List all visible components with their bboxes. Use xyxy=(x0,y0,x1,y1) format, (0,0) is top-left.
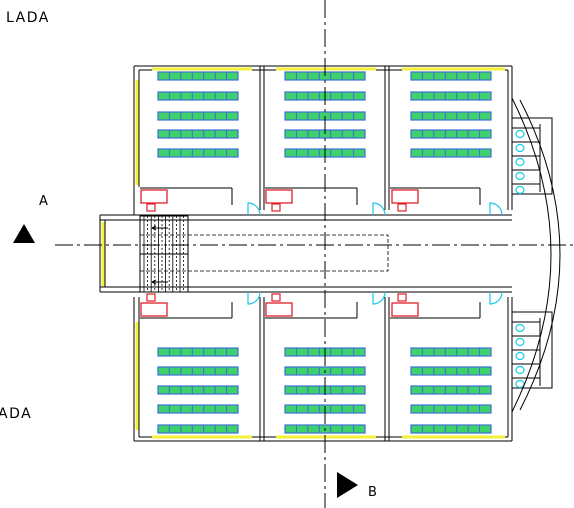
section-b-marker xyxy=(337,472,358,498)
desk-row xyxy=(410,366,492,376)
teacher-chair xyxy=(146,203,156,212)
door-swing xyxy=(247,202,261,216)
toilet-fixture xyxy=(515,337,525,347)
desk-row-frame xyxy=(410,404,492,414)
desk-row xyxy=(410,111,492,121)
section-a-marker xyxy=(13,224,35,243)
door-swing xyxy=(372,291,386,305)
teacher-chair xyxy=(271,203,281,212)
section-a-label: A xyxy=(39,194,50,209)
teacher-chair xyxy=(146,293,156,302)
toilet-fixture xyxy=(515,351,525,361)
desk-row-frame xyxy=(157,347,239,357)
teacher-desk xyxy=(140,189,168,212)
stair-arrow xyxy=(151,279,168,285)
toilet-fixture xyxy=(515,379,525,389)
toilet-fixture xyxy=(515,323,525,333)
desk-row-frame xyxy=(410,111,492,121)
desk-row xyxy=(410,385,492,395)
teacher-desk xyxy=(265,293,293,317)
desk-row xyxy=(157,366,239,376)
desk-row xyxy=(410,347,492,357)
desk-row-frame xyxy=(157,91,239,101)
teacher-desk xyxy=(140,293,168,317)
teacher-desks xyxy=(140,189,419,317)
desk-row-frame xyxy=(157,129,239,139)
desk-row xyxy=(157,111,239,121)
toilet-block xyxy=(511,117,553,195)
door-swing xyxy=(247,291,261,305)
staircase xyxy=(139,215,389,293)
section-b-label: B xyxy=(368,485,379,500)
corridor-overhead-outline xyxy=(139,234,389,272)
desk-row-frame xyxy=(410,129,492,139)
toilet-block xyxy=(511,311,553,389)
desk-row xyxy=(157,385,239,395)
desk-row xyxy=(157,91,239,101)
teacher-desk xyxy=(265,189,293,212)
desk-row xyxy=(157,347,239,357)
desk-row-frame xyxy=(157,111,239,121)
toilet-fixture xyxy=(515,365,525,375)
desk-row xyxy=(410,71,492,81)
teacher-table xyxy=(265,302,293,317)
doors xyxy=(247,202,503,305)
desk-row xyxy=(157,148,239,158)
level-label-bottom: ADA xyxy=(0,406,33,422)
door-swing xyxy=(489,291,503,305)
desk-row-frame xyxy=(410,347,492,357)
desk-row-frame xyxy=(410,424,492,434)
desk-row-frame xyxy=(157,71,239,81)
teacher-chair xyxy=(397,203,407,212)
teacher-table xyxy=(391,302,419,317)
desk-row xyxy=(410,91,492,101)
desk-row-frame xyxy=(157,404,239,414)
teacher-chair xyxy=(397,293,407,302)
teacher-desk xyxy=(391,189,419,212)
teacher-table xyxy=(265,189,293,204)
toilet-fixture xyxy=(515,171,525,181)
teacher-chair xyxy=(271,293,281,302)
stair-arrow xyxy=(151,225,168,231)
desk-row xyxy=(157,404,239,414)
curved-facade xyxy=(519,99,561,411)
desk-row-frame xyxy=(410,366,492,376)
desk-row xyxy=(157,424,239,434)
desk-row-frame xyxy=(157,148,239,158)
teacher-desk xyxy=(391,293,419,317)
desk-row xyxy=(410,404,492,414)
walls xyxy=(99,65,513,442)
teacher-table xyxy=(140,302,168,317)
level-label-top: LADA xyxy=(6,10,50,26)
door-swing xyxy=(489,202,503,216)
desk-row-frame xyxy=(157,366,239,376)
desk-row xyxy=(410,424,492,434)
desk-row xyxy=(410,129,492,139)
curved-facade xyxy=(511,97,552,413)
teacher-table xyxy=(140,189,168,204)
desk-row-frame xyxy=(410,71,492,81)
toilet-fixture xyxy=(515,129,525,139)
desk-row xyxy=(157,129,239,139)
desk-row xyxy=(157,71,239,81)
desk-row xyxy=(410,148,492,158)
desk-row-frame xyxy=(157,424,239,434)
teacher-table xyxy=(391,189,419,204)
windows xyxy=(101,67,505,439)
desk-row-frame xyxy=(410,91,492,101)
toilet-blocks xyxy=(511,117,553,389)
desk-row-frame xyxy=(410,385,492,395)
desk-row-frame xyxy=(157,385,239,395)
desk-row-frame xyxy=(410,148,492,158)
toilet-fixture xyxy=(515,143,525,153)
toilet-fixture xyxy=(515,157,525,167)
door-swing xyxy=(372,202,386,216)
toilet-fixture xyxy=(515,185,525,195)
